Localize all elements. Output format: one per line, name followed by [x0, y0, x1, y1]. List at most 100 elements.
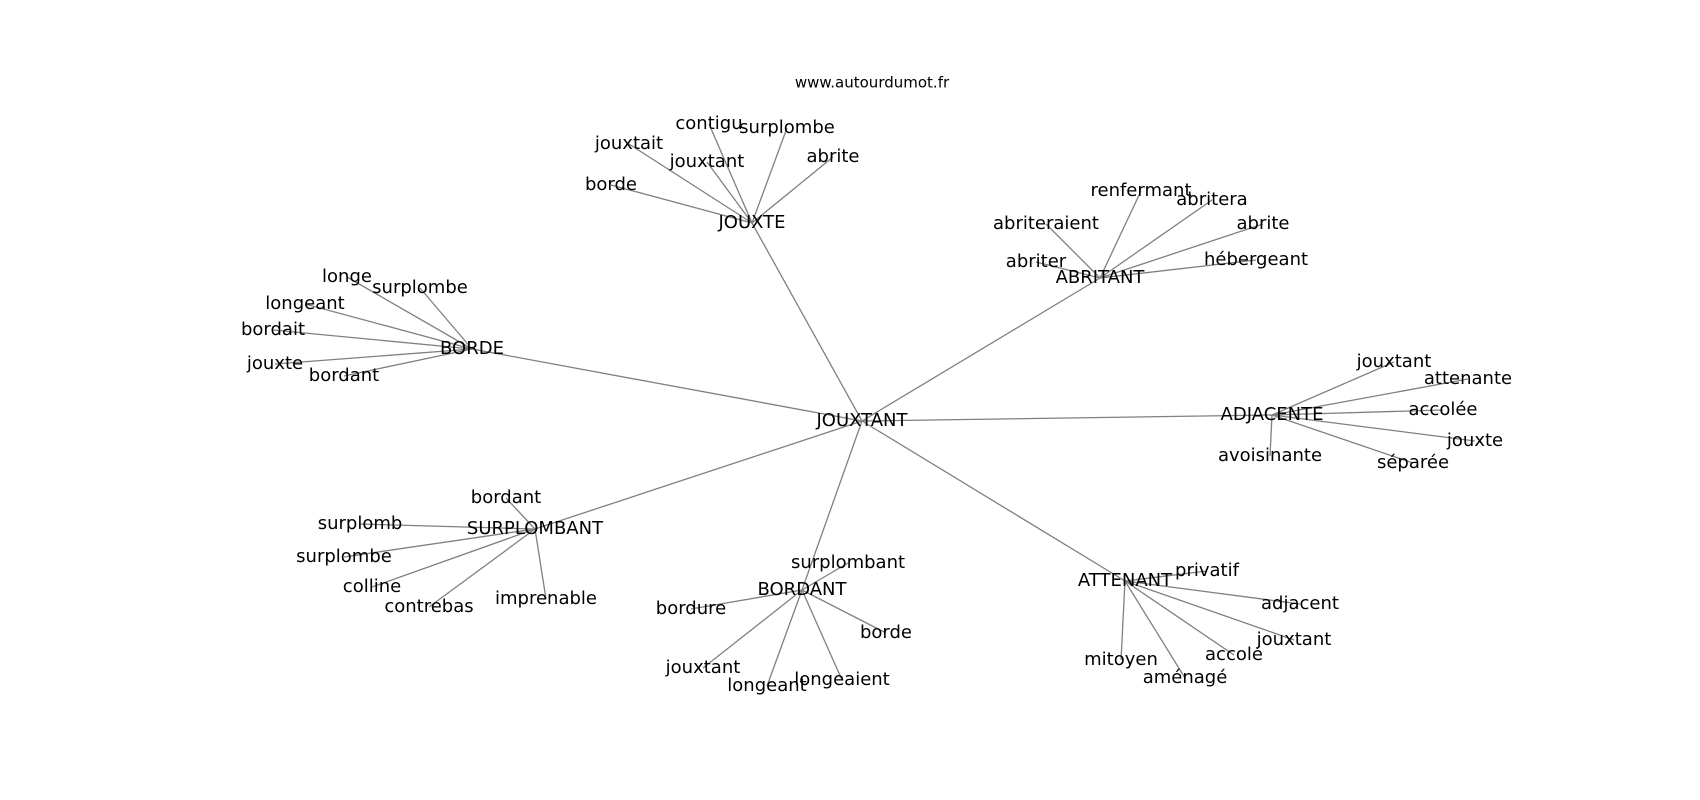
hub-node-borde: BORDE — [440, 338, 504, 359]
leaf-node-surplombant-5: imprenable — [495, 588, 597, 609]
edge-center-abritant — [861, 277, 1101, 422]
leaf-node-bordant-3: jouxtant — [665, 657, 741, 678]
leaf-node-abritant-4: abriter — [1006, 251, 1067, 272]
edge-attenant-2 — [1124, 580, 1295, 641]
edge-bordant-5 — [801, 589, 843, 681]
hub-node-jouxte: JOUXTE — [717, 212, 785, 233]
leaf-node-attenant-4: mitoyen — [1084, 649, 1158, 670]
leaf-node-adjacente-1: attenante — [1424, 368, 1512, 389]
edge-jouxte-0 — [708, 123, 753, 224]
leaf-node-borde-2: longeant — [265, 293, 344, 314]
edge-bordant-1 — [690, 589, 803, 610]
edge-bordant-0 — [801, 562, 849, 591]
edge-surplombant-2 — [343, 528, 536, 558]
edge-attenant-0 — [1124, 570, 1208, 582]
edge-adjacente-1 — [1271, 378, 1469, 416]
leaf-node-adjacente-3: jouxte — [1446, 430, 1503, 451]
edge-surplombant-1 — [359, 523, 536, 530]
edge-borde-3 — [272, 329, 473, 350]
leaf-node-abritant-5: hébergeant — [1204, 249, 1308, 270]
edge-abritant-4 — [1035, 261, 1101, 279]
edge-jouxte-2 — [628, 143, 753, 224]
edge-attenant-3 — [1124, 580, 1235, 656]
center-node-label: JOUXTANT — [815, 410, 908, 431]
edge-surplombant-5 — [534, 528, 547, 600]
edge-bordant-4 — [766, 589, 803, 687]
edge-jouxte-4 — [751, 156, 834, 224]
edge-surplombant-3 — [371, 528, 536, 588]
hub-node-surplombant: SURPLOMBANT — [467, 518, 604, 539]
leaf-node-borde-0: longe — [322, 266, 372, 287]
edge-jouxte-3 — [706, 161, 753, 224]
edge-abritant-2 — [1045, 223, 1101, 279]
leaf-node-adjacente-2: accolée — [1409, 399, 1478, 420]
edge-bordant-2 — [801, 589, 887, 634]
edge-borde-2 — [304, 303, 473, 350]
leaf-node-surplombant-2: surplombe — [296, 546, 392, 567]
edge-adjacente-5 — [1271, 414, 1414, 464]
edge-surplombant-4 — [428, 528, 536, 608]
edge-abritant-0 — [1099, 190, 1142, 279]
edge-center-adjacente — [861, 414, 1273, 422]
edge-attenant-5 — [1124, 580, 1186, 679]
leaf-node-surplombant-1: surplomb — [318, 513, 403, 534]
leaf-node-borde-4: jouxte — [246, 353, 303, 374]
edge-center-jouxte — [751, 222, 863, 422]
edge-borde-5 — [343, 348, 473, 377]
edge-center-borde — [471, 348, 863, 422]
leaf-node-bordant-5: longeaient — [794, 669, 890, 690]
edge-adjacente-4 — [1269, 414, 1273, 457]
edge-abritant-5 — [1099, 259, 1257, 279]
edge-abritant-1 — [1099, 199, 1213, 279]
hub-node-bordant: BORDANT — [757, 579, 847, 600]
leaf-node-attenant-0: privatif — [1175, 560, 1240, 581]
hub-node-attenant: ATTENANT — [1078, 570, 1173, 591]
graph-labels: www.autourdumot.fr JOUXTANT JOUXTE contig… — [241, 74, 1512, 697]
edge-adjacente-3 — [1271, 414, 1476, 442]
leaf-node-adjacente-0: jouxtant — [1356, 351, 1432, 372]
edge-adjacente-2 — [1271, 409, 1444, 416]
hub-node-abritant: ABRITANT — [1056, 267, 1146, 288]
leaf-node-jouxte-1: surplombe — [739, 117, 835, 138]
leaf-node-jouxte-0: contigu — [675, 113, 742, 134]
edge-borde-1 — [419, 287, 473, 350]
leaf-node-attenant-5: aménagé — [1143, 667, 1228, 688]
leaf-node-jouxte-4: abrite — [807, 146, 860, 167]
leaf-node-adjacente-4: avoisinante — [1218, 445, 1322, 466]
leaf-node-jouxte-2: jouxtait — [594, 133, 663, 154]
leaf-node-abritant-2: abriteraient — [993, 213, 1099, 234]
leaf-node-borde-1: surplombe — [372, 277, 468, 298]
edge-adjacente-0 — [1271, 361, 1395, 416]
leaf-node-attenant-2: jouxtant — [1256, 629, 1332, 650]
edge-jouxte-5 — [610, 184, 753, 224]
edge-borde-0 — [346, 276, 473, 350]
leaf-node-borde-5: bordant — [309, 365, 379, 386]
leaf-node-abritant-3: abrite — [1237, 213, 1290, 234]
leaf-node-abritant-0: renfermant — [1090, 180, 1191, 201]
leaf-node-bordant-4: longeant — [727, 675, 806, 696]
leaf-node-surplombant-0: bordant — [471, 487, 541, 508]
leaf-node-adjacente-5: séparée — [1377, 452, 1449, 473]
leaf-node-bordant-1: bordure — [656, 598, 726, 619]
edge-center-surplombant — [534, 420, 863, 530]
edge-center-bordant — [801, 420, 863, 591]
leaf-node-bordant-2: borde — [860, 622, 912, 643]
graph-edges — [272, 123, 1476, 687]
edge-attenant-4 — [1120, 580, 1126, 661]
edge-jouxte-1 — [751, 127, 788, 224]
edge-bordant-3 — [702, 589, 803, 669]
edge-attenant-1 — [1124, 580, 1301, 605]
leaf-node-surplombant-3: colline — [343, 576, 401, 597]
leaf-node-surplombant-4: contrebas — [384, 596, 473, 617]
edge-center-attenant — [861, 420, 1126, 582]
leaf-node-attenant-3: accolé — [1205, 644, 1263, 665]
hub-node-adjacente: ADJACENTE — [1221, 404, 1324, 425]
site-label: www.autourdumot.fr — [795, 74, 950, 92]
leaf-node-attenant-1: adjacent — [1261, 593, 1339, 614]
leaf-node-borde-3: bordait — [241, 319, 305, 340]
leaf-node-abritant-1: abritera — [1176, 189, 1247, 210]
leaf-node-bordant-0: surplombant — [791, 552, 905, 573]
edge-borde-4 — [274, 348, 473, 365]
leaf-node-jouxte-5: borde — [585, 174, 637, 195]
